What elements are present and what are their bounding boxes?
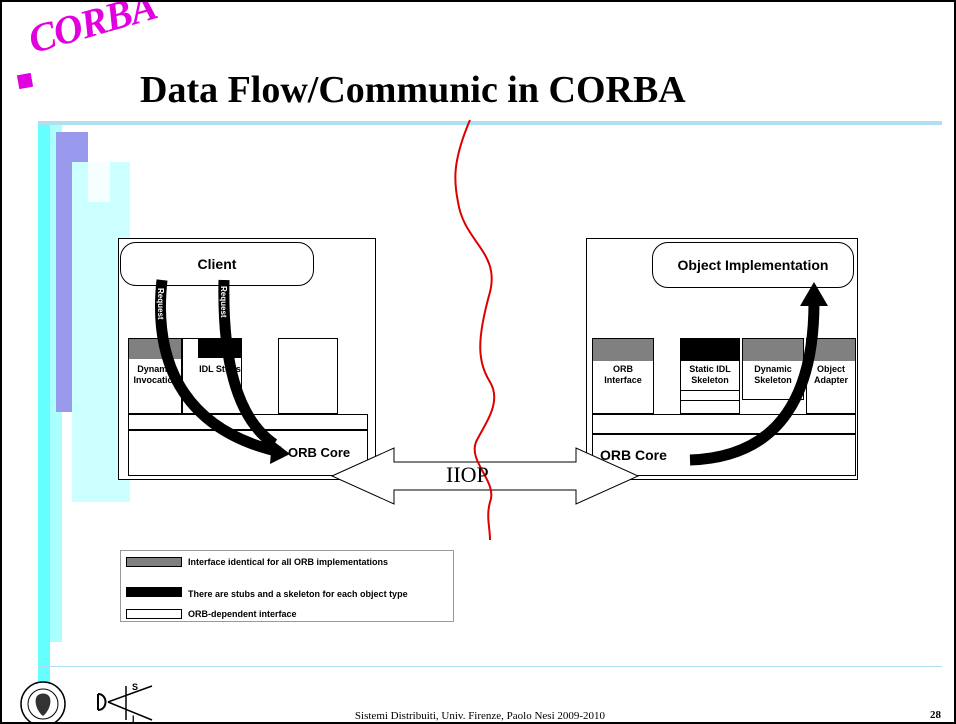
svg-text:S: S [132, 682, 138, 692]
wavy-red-line [454, 119, 496, 541]
request-label-2: Request [219, 286, 228, 318]
static-idl-skeleton-black [681, 339, 739, 361]
legend-gray-label: Interface identical for all ORB implemen… [188, 557, 389, 567]
legend-black-swatch [126, 587, 182, 597]
request-arrow-1 [155, 279, 282, 458]
object-implementation-label: Object Implementation [677, 257, 829, 273]
object-implementation-box: Object Implementation [652, 242, 854, 288]
server-arrow-head [800, 282, 828, 306]
orb-interface-gray [593, 339, 653, 361]
university-seal-icon [20, 681, 66, 722]
legend-black-label: There are stubs and a skeleton for each … [188, 589, 408, 599]
page-title: Data Flow/Communic in CORBA [140, 69, 686, 111]
iiop-label: IIOP [446, 462, 489, 487]
svg-text:I: I [132, 714, 135, 724]
request-label-1: Request [156, 288, 165, 320]
legend-white-swatch [126, 609, 182, 619]
static-idl-skeleton-label: Static IDL Skeleton [689, 364, 731, 385]
request-arrow-2 [218, 279, 278, 449]
dynamic-invocation-label: Dynamic Invocation [133, 364, 179, 385]
object-adapter-gray [807, 339, 855, 361]
footer-text: Sistemi Distribuiti, Univ. Firenze, Paol… [354, 710, 606, 722]
deco-bar-cyan-long [38, 122, 50, 722]
dynamic-skeleton-label: Dynamic Skeleton [754, 364, 792, 385]
static-idl-skeleton-line [680, 390, 740, 391]
object-adapter-label: Object Adapter [813, 364, 848, 385]
server-arrow [689, 301, 820, 466]
page-number: 28 [930, 709, 941, 721]
server-orb-band [592, 414, 856, 434]
client-label: Client [197, 256, 237, 272]
dynamic-skeleton-gray [743, 339, 803, 361]
deco-panel-white [88, 142, 110, 202]
client-orb-core-label: ORB Core [288, 445, 351, 460]
request-arrow-1-head [270, 440, 290, 464]
orb-interface-label: ORB Interface [604, 364, 642, 385]
legend-gray-swatch [126, 557, 182, 567]
static-idl-skeleton-line2 [680, 400, 740, 401]
header-line [38, 121, 942, 125]
dsi-logo-icon: S I [97, 682, 153, 724]
client-box: Client [120, 242, 314, 286]
orb-interface-client-box [278, 338, 338, 414]
idl-stubs-label: IDL Stubs [199, 364, 241, 374]
legend-white-label: ORB-dependent interface [188, 609, 297, 619]
footer-line [38, 666, 942, 667]
server-orb-core-label: ORB Core [600, 447, 667, 463]
